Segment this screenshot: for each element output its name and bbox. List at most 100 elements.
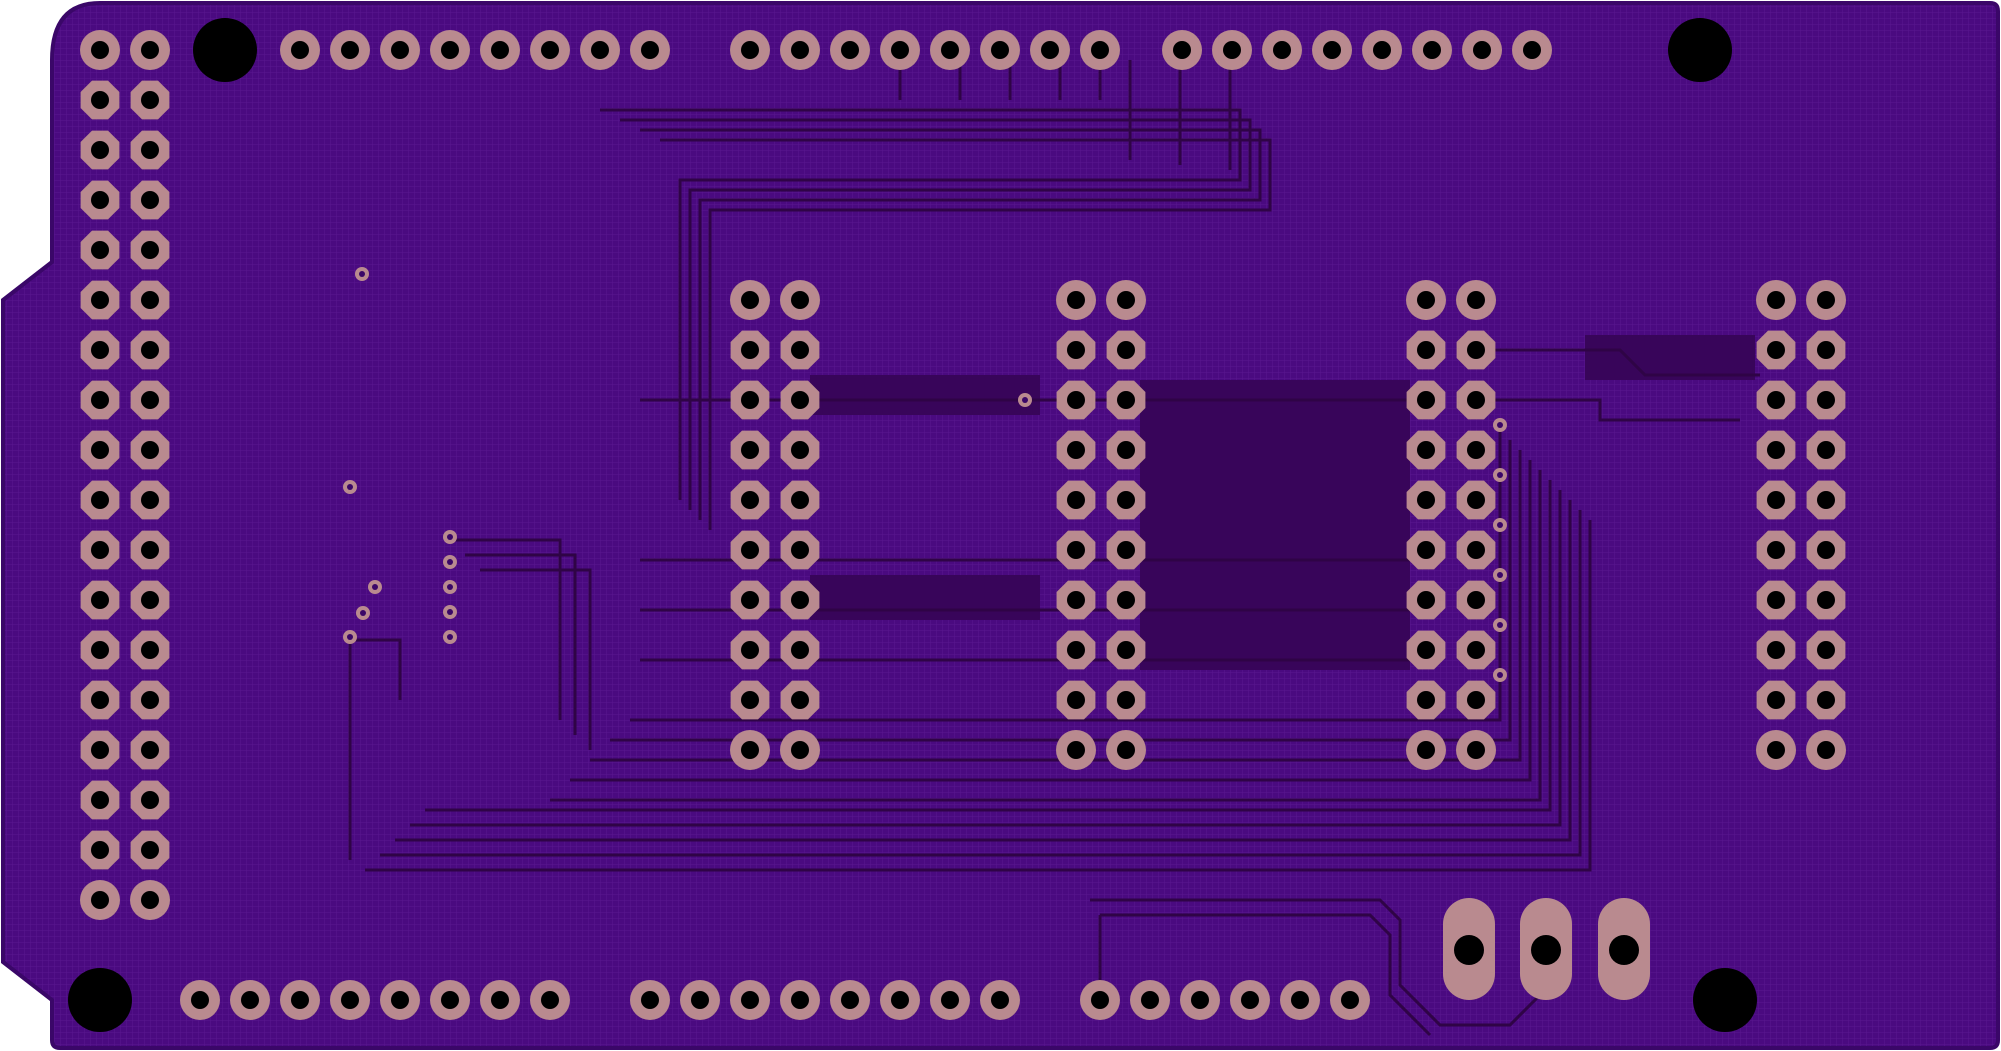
pad-drill [1417,591,1435,609]
pad-drill [91,741,109,759]
pad-drill [791,291,809,309]
pad-drill [91,641,109,659]
pad-drill [91,541,109,559]
pad-drill [91,391,109,409]
pad-drill [91,91,109,109]
pad-drill [141,441,159,459]
pad-drill [1467,291,1485,309]
pad-drill [1117,291,1135,309]
pad-drill [141,891,159,909]
pad-drill [741,591,759,609]
pad-drill [1417,491,1435,509]
pad-drill [991,41,1009,59]
pad-drill [791,541,809,559]
pad-drill [91,241,109,259]
pad-drill [1117,741,1135,759]
pad-drill [1141,991,1159,1009]
pad-drill [1067,391,1085,409]
pad-drill [791,441,809,459]
pad-drill [1417,291,1435,309]
pad-drill [741,741,759,759]
pad-drill [91,791,109,809]
pad-drill [1117,541,1135,559]
pad-drill [1817,741,1835,759]
pad-drill [891,991,909,1009]
pad-drill [741,41,759,59]
pad-drill [91,841,109,859]
pad-drill [391,41,409,59]
pad-drill [1767,391,1785,409]
pad-drill [1817,491,1835,509]
pad-drill [1817,341,1835,359]
pad-drill [91,41,109,59]
mounting-hole-group [68,18,1757,1032]
pad-drill [91,891,109,909]
pad-drill [441,991,459,1009]
pad-drill [1473,41,1491,59]
pad-drill [341,41,359,59]
pad-drill [541,991,559,1009]
pad-drill [791,341,809,359]
copper-pour-group [810,335,1755,670]
pad-drill [1091,41,1109,59]
pad-drill [1817,441,1835,459]
pad-drill [491,991,509,1009]
pad-drill [1767,541,1785,559]
pad-drill [141,341,159,359]
pad-drill [1767,741,1785,759]
pad-drill [1467,691,1485,709]
pad-drill [741,641,759,659]
pad-drill [1067,691,1085,709]
pad-drill [341,991,359,1009]
pad-drill [1117,491,1135,509]
pad-drill [1417,641,1435,659]
pad-drill [1417,341,1435,359]
power-jack-pads [1443,898,1650,1000]
pad-drill [691,991,709,1009]
via-drill-group [347,271,1503,678]
pad-drill [1067,441,1085,459]
pad-drill [491,41,509,59]
pad-drill [241,991,259,1009]
pad-drill [1117,691,1135,709]
pad-drill [1417,391,1435,409]
pad-drill [1067,641,1085,659]
pad-drill [141,691,159,709]
pad-drill [641,41,659,59]
pad-drill [1467,541,1485,559]
pad-drill [1467,491,1485,509]
pad-drill [791,991,809,1009]
pad-drill [741,691,759,709]
pad-drill [1767,591,1785,609]
pad-drill [1117,391,1135,409]
pad-drill [91,191,109,209]
pad-drill [141,791,159,809]
pad-drill [1767,291,1785,309]
pad-drill [791,491,809,509]
pad-drill [1173,41,1191,59]
pad-drill [1523,41,1541,59]
pad-drill [941,991,959,1009]
pad-drill [791,591,809,609]
pad-drill [1191,991,1209,1009]
pad-drill [1117,641,1135,659]
pad-drill [1467,441,1485,459]
pad-drill [541,41,559,59]
pad-drill [1241,991,1259,1009]
pad-drill [991,991,1009,1009]
pad-drill [441,41,459,59]
pad-drill [1273,41,1291,59]
pad-drill [1767,491,1785,509]
pad-drill [741,441,759,459]
pad-drill [1067,291,1085,309]
pad-drill [1091,991,1109,1009]
pad-drill [1067,491,1085,509]
pad-drill [1117,341,1135,359]
pad-drill [791,41,809,59]
pad-drill [1817,641,1835,659]
pad-drill [741,391,759,409]
pad-drill [291,991,309,1009]
pad-drill [1467,341,1485,359]
